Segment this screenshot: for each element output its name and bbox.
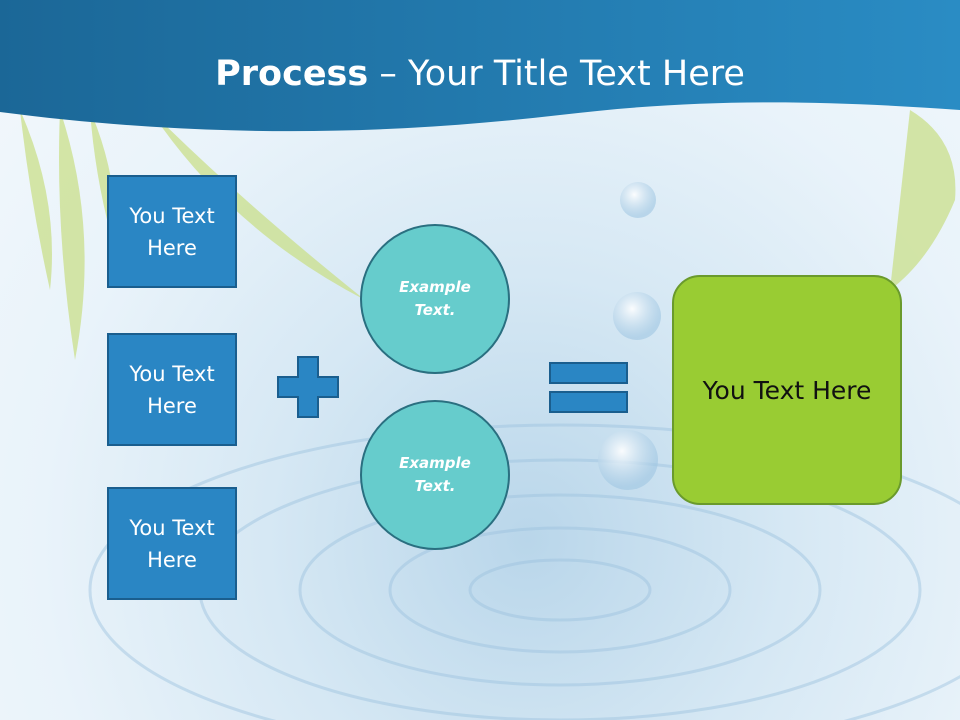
- input-box-1-label: You Text Here: [129, 203, 215, 260]
- result-box: You Text Here: [672, 275, 902, 505]
- title-rest: – Your Title Text Here: [379, 54, 745, 94]
- input-box-3: You Text Here: [107, 487, 237, 600]
- operand-circle-1-label: Example Text.: [399, 278, 471, 319]
- input-box-3-label: You Text Here: [129, 515, 215, 572]
- header-band: [0, 0, 960, 132]
- title-bold: Process: [215, 54, 369, 94]
- operand-circle-1: Example Text.: [360, 224, 510, 374]
- input-box-2: You Text Here: [107, 333, 237, 446]
- operand-circle-2-label: Example Text.: [399, 454, 471, 495]
- water-drops: [598, 182, 661, 490]
- result-box-label: You Text Here: [702, 375, 872, 405]
- operand-circle-2: Example Text.: [360, 400, 510, 550]
- input-box-1: You Text Here: [107, 175, 237, 288]
- page-title: Process – Your Title Text Here: [0, 52, 960, 96]
- input-box-2-label: You Text Here: [129, 361, 215, 418]
